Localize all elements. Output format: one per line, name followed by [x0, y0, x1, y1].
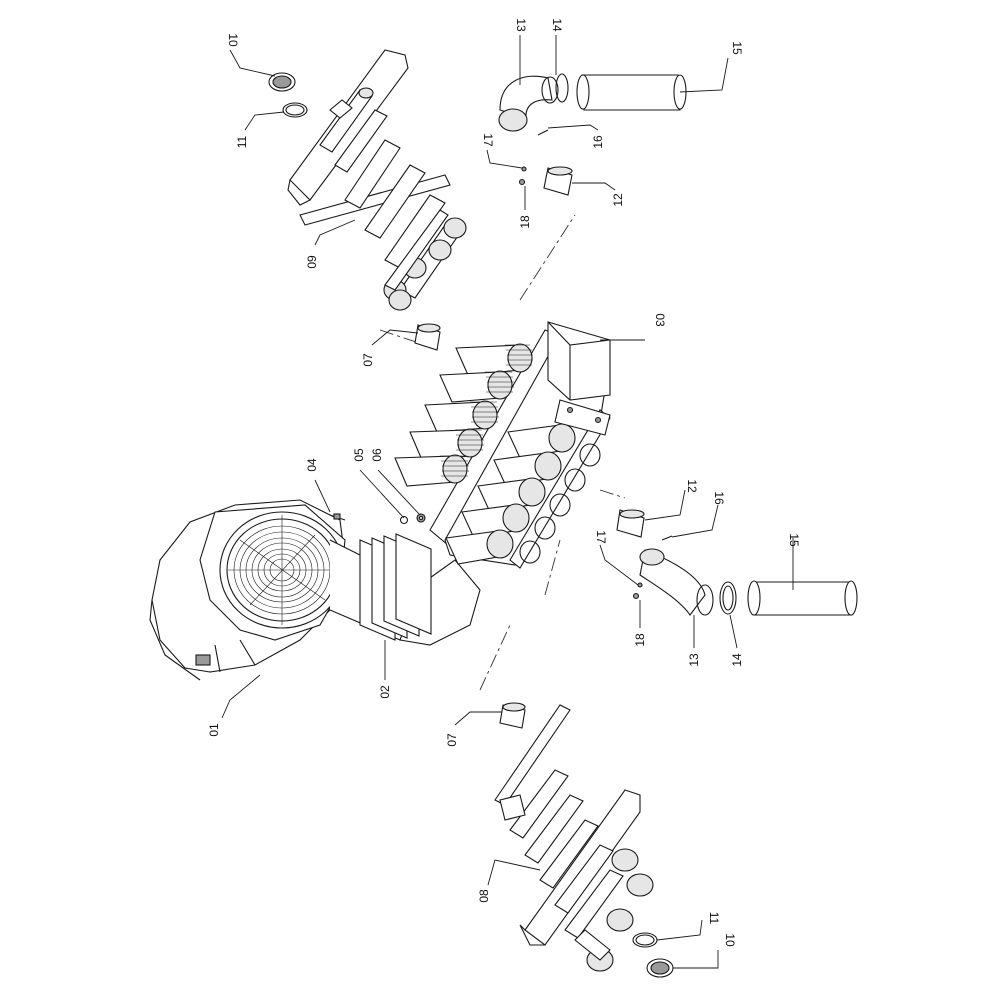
callout-03: 03	[653, 313, 667, 327]
callout-18-upper: 18	[518, 215, 532, 229]
callout-18-lower: 18	[633, 633, 647, 647]
callout-02: 02	[378, 685, 392, 699]
callout-15-lower: 15	[787, 533, 801, 547]
manifold-part-03	[394, 321, 611, 569]
callout-14-upper: 14	[550, 18, 564, 32]
gasket-flanges-part-02	[359, 533, 432, 641]
callout-10-upper: 10	[226, 33, 240, 47]
callout-08: 08	[477, 889, 491, 903]
tube-rack-part-09	[287, 49, 467, 311]
callout-11-lower: 11	[707, 912, 721, 925]
callout-17-lower: 17	[594, 530, 608, 544]
callout-14-lower: 14	[730, 653, 744, 667]
callout-12-upper: 12	[611, 193, 625, 207]
rack-08-tubes	[509, 769, 654, 972]
elbow-group-lower	[616, 509, 858, 616]
cap-ring-10-11-upper	[268, 72, 308, 118]
coupler-part-07-upper	[414, 323, 441, 351]
callout-17-upper: 17	[481, 133, 495, 147]
fasteners-04-05-06	[329, 513, 426, 525]
manifold-nozzles-lower	[445, 423, 576, 565]
callout-13-lower: 13	[687, 653, 701, 667]
callout-07-upper: 07	[361, 353, 375, 367]
callout-04: 04	[305, 458, 319, 472]
cap-ring-10-11-lower	[632, 932, 674, 978]
callout-05: 05	[352, 448, 366, 462]
callout-11-upper: 11	[235, 135, 249, 148]
leader-lines	[221, 35, 794, 969]
callout-13-upper: 13	[514, 18, 528, 32]
tube-rack-part-08	[494, 704, 654, 972]
callout-09: 09	[305, 255, 319, 269]
blower-part-01	[149, 499, 481, 681]
callout-15-upper: 15	[730, 41, 744, 55]
callout-10-lower: 10	[723, 933, 737, 947]
callout-06: 06	[370, 448, 384, 462]
callout-16-lower: 16	[712, 491, 726, 505]
callout-07-lower: 07	[445, 733, 459, 747]
callout-12-lower: 12	[685, 479, 699, 493]
callout-labels: 01 02 03 04 05 06 07 07 08 09 10 10 11 1…	[207, 18, 801, 947]
elbow-group-upper	[498, 73, 687, 196]
callout-01: 01	[207, 723, 221, 737]
coupler-part-07-lower	[499, 702, 526, 729]
callout-16-upper: 16	[591, 135, 605, 149]
